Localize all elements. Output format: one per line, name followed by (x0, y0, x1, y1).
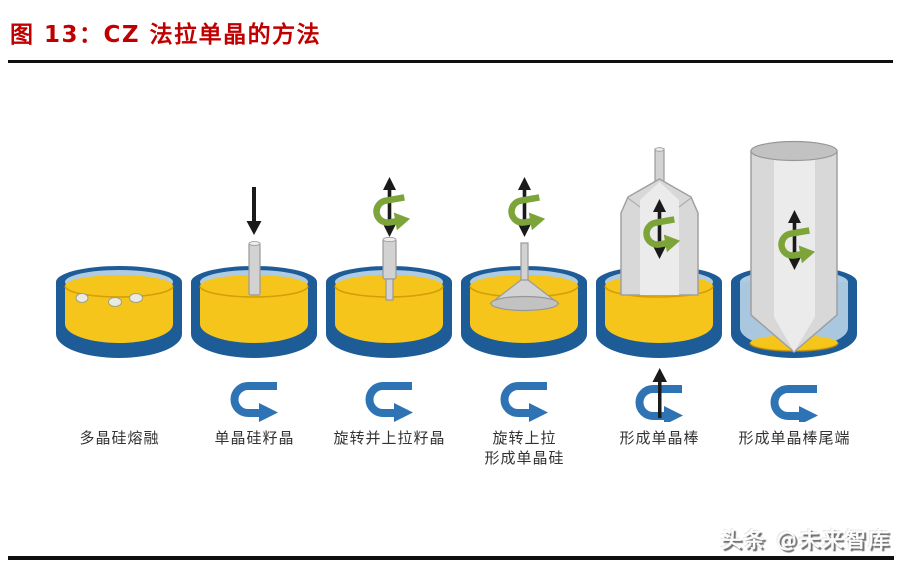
stage-6-graphic (730, 140, 858, 422)
down-arrow-icon (246, 187, 262, 235)
stage-2: 单晶硅籽晶 (187, 102, 322, 469)
stage-label: 形成单晶棒 (619, 429, 700, 447)
figure-title: 图 13：CZ 法拉单晶的方法 (10, 22, 322, 48)
bottom-divider (8, 556, 894, 560)
stage-5-graphic (595, 147, 723, 422)
stage-label: 旋转并上拉籽晶 (333, 429, 446, 447)
stage-label: 旋转上拉 形成单晶硅 (484, 429, 565, 468)
stage-2-graphic (190, 187, 318, 422)
seed-rod (382, 236, 397, 301)
rotation-arrow-icon (775, 389, 819, 422)
rotation-arrow-icon (505, 386, 549, 422)
up-down-arrow-icon (518, 177, 531, 237)
stage-label: 单晶硅籽晶 (214, 429, 295, 447)
stage-3: 旋转并上拉籽晶 (322, 102, 457, 469)
stage-5: 形成单晶棒 (592, 102, 727, 469)
stage-4: 旋转上拉 形成单晶硅 (457, 102, 592, 469)
up-down-arrow-icon (383, 177, 396, 237)
stage-4-graphic (460, 177, 588, 422)
crucible-graphic (55, 265, 183, 359)
stage-1: 多晶硅熔融 (52, 102, 187, 469)
crystal-cone (489, 242, 560, 312)
stage-3-graphic (325, 177, 453, 422)
title-divider (8, 60, 893, 63)
melt-bubbles (75, 293, 143, 307)
seed-rod (248, 241, 261, 296)
watermark: 头条 @未来智库 (720, 528, 891, 552)
stage-label: 形成单晶棒尾端 (738, 429, 851, 447)
rotation-arrow-icon (370, 386, 414, 422)
stage-1-graphic (55, 265, 183, 359)
stage-6: 形成单晶棒尾端 (727, 102, 862, 469)
cz-process-diagram: 多晶硅熔融 单晶硅籽晶 旋转并上拉籽晶 (52, 102, 907, 469)
stage-label: 多晶硅熔融 (79, 429, 160, 447)
rotation-arrow-icon (235, 386, 279, 422)
